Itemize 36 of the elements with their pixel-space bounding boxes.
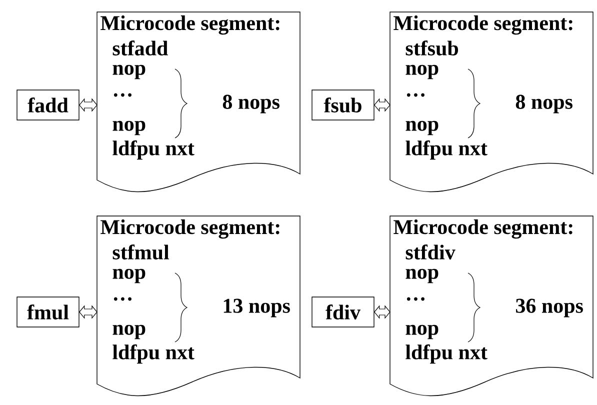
segment-heading: Microcode segment: bbox=[394, 15, 572, 35]
op-box bbox=[312, 296, 374, 328]
segment-heading: Microcode segment: bbox=[100, 15, 280, 35]
instruction: ldfpu nxt bbox=[406, 344, 488, 364]
ellipsis: … bbox=[406, 93, 424, 97]
op-label: fmul bbox=[27, 304, 69, 320]
segment-heading: Microcode segment: bbox=[394, 219, 572, 239]
count-label: 8 nops bbox=[222, 94, 280, 114]
instruction: nop bbox=[406, 120, 438, 136]
op-box bbox=[16, 296, 80, 328]
instruction: nop bbox=[406, 64, 438, 80]
instruction: ldfpu nxt bbox=[406, 140, 488, 160]
instruction: stfmul bbox=[112, 244, 169, 260]
instruction: ldfpu nxt bbox=[112, 344, 194, 364]
ellipsis: … bbox=[114, 93, 132, 97]
instruction: nop bbox=[112, 268, 146, 284]
instruction: nop bbox=[112, 120, 146, 136]
ellipsis: … bbox=[114, 297, 132, 301]
instruction: nop bbox=[406, 268, 438, 284]
op-box bbox=[312, 90, 374, 120]
op-box bbox=[16, 90, 80, 120]
op-label: fadd bbox=[28, 98, 68, 112]
count-label: 36 nops bbox=[516, 298, 583, 318]
ellipsis: … bbox=[406, 297, 424, 301]
instruction: nop bbox=[406, 324, 438, 340]
instruction: nop bbox=[112, 324, 146, 340]
op-label: fsub bbox=[324, 97, 362, 113]
instruction: stfdiv bbox=[406, 244, 456, 260]
instruction: ldfpu nxt bbox=[112, 140, 194, 160]
instruction: nop bbox=[112, 64, 146, 80]
instruction: stfsub bbox=[406, 40, 458, 56]
instruction: stfadd bbox=[112, 40, 168, 56]
op-label: fdiv bbox=[326, 304, 361, 320]
count-label: 8 nops bbox=[516, 94, 572, 114]
count-label: 13 nops bbox=[224, 298, 290, 318]
segment-heading: Microcode segment: bbox=[100, 219, 280, 239]
